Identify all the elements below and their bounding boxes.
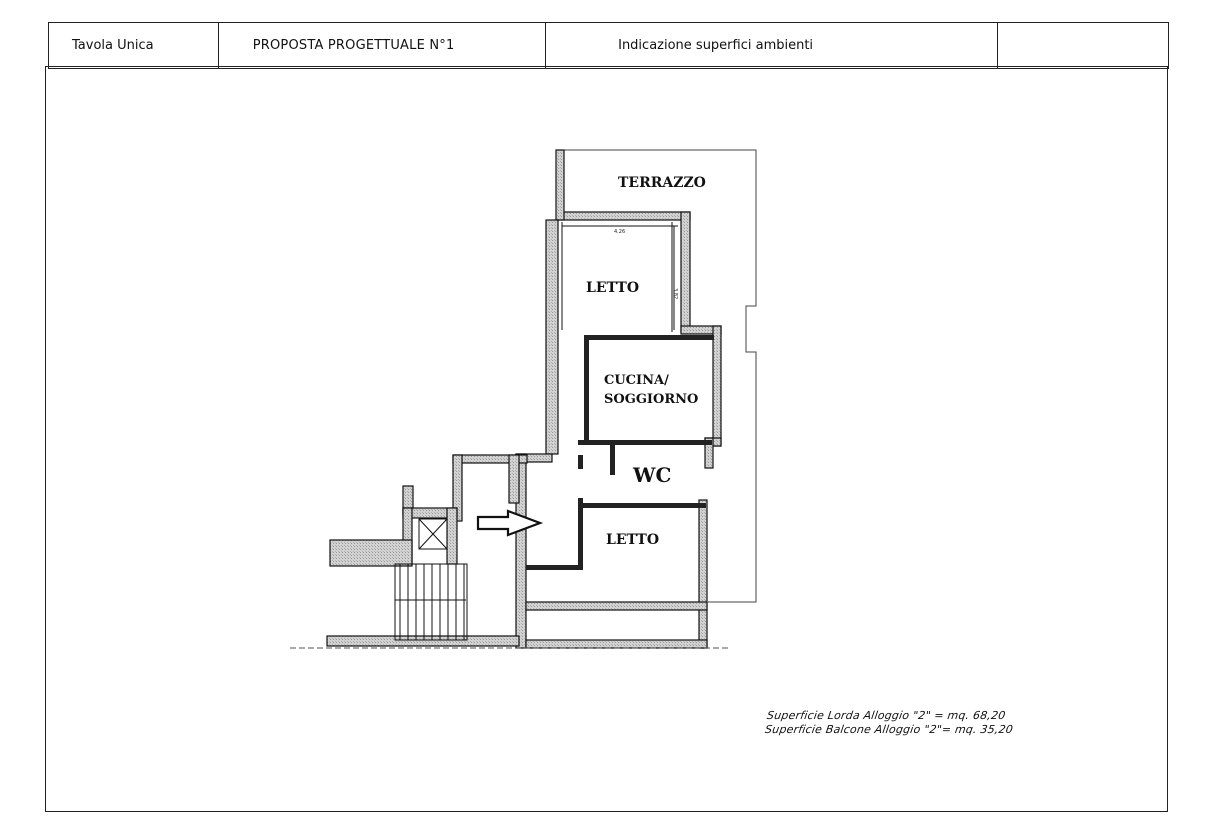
dimension-depth: 3.82 [672,288,678,299]
interior-partitions [526,335,714,570]
room-lines [561,222,678,332]
proposal-label: PROPOSTA PROGETTUALE N°1 [252,38,455,53]
area-notes: Superficie Lorda Alloggio "2" = mq. 68,2… [764,709,1016,737]
room-label-wc: WC [632,463,671,487]
terrace-outline [564,149,757,603]
title-cell-subject: Indicazione superfici ambienti [546,23,999,68]
exterior-walls [515,149,722,649]
room-label-kitchen-line2: SOGGIORNO [604,392,698,407]
room-label-bedroom-top: LETTO [586,280,639,296]
subject-label: Indicazione superfici ambienti [618,38,814,53]
title-cell-proposal: PROPOSTA PROGETTUALE N°1 [219,23,547,68]
dimension-width: 4.26 [614,229,625,235]
room-label-bedroom-bottom: LETTO [606,532,659,548]
sheet-label: Tavola Unica [72,38,154,53]
stair-steps [394,563,468,641]
room-label-terrace: TERRAZZO [618,175,706,191]
entrance-arrow-icon [476,509,544,537]
drawing-frame [45,66,1168,812]
title-cell-sheet: Tavola Unica [49,23,219,68]
elevator-box [418,518,448,550]
stair-core [326,454,528,647]
title-block: Tavola Unica PROPOSTA PROGETTUALE N°1 In… [48,22,1169,69]
room-label-kitchen-line1: CUCINA/ [604,373,669,388]
gross-area-note: Superficie Lorda Alloggio "2" = mq. 68,2… [766,709,1007,722]
balcony-area-note: Superficie Balcone Alloggio "2"= mq. 35,… [764,723,1014,736]
